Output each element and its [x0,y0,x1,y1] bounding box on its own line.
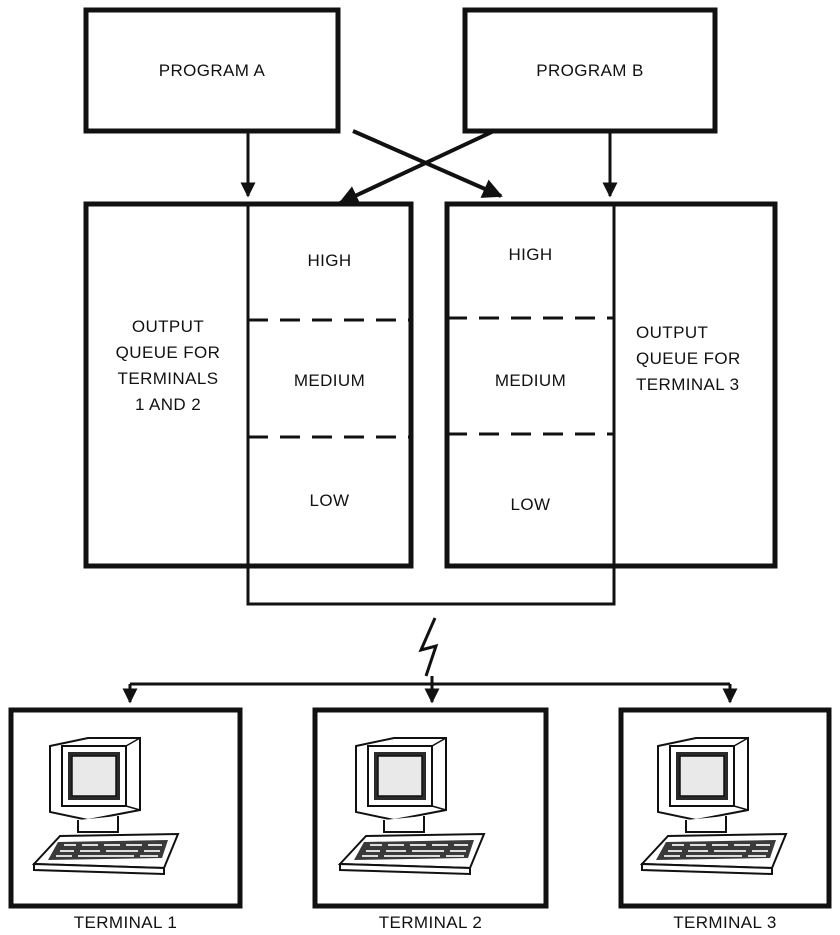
left-queue-title: OUTPUT QUEUE FOR TERMINALS 1 AND 2 [88,314,248,418]
program-b-label: PROGRAM B [536,61,644,80]
terminal-1-computer-icon [33,737,179,875]
left-queue-title-line: OUTPUT [131,317,205,336]
queue-bus-connector [246,566,616,606]
left-queue-priority-high: HIGH [307,251,352,270]
terminal-3-computer-icon [641,737,787,875]
terminal-1-label: TERMINAL 1 [73,913,178,932]
left-queue-title-line: TERMINALS [117,369,219,388]
right-queue-title-line: QUEUE FOR [636,349,741,368]
program-a-box [83,7,341,134]
program-a-label: PROGRAM A [158,61,266,80]
program-b-box [462,7,718,134]
right-queue-title-line: TERMINAL 3 [636,375,740,394]
arrow-b-to-left-queue [338,129,495,205]
right-queue-box [444,201,778,569]
right-queue-priority-high: HIGH [508,245,553,264]
terminal-3-label: TERMINAL 3 [673,913,777,932]
left-queue-priority-low: LOW [309,491,350,510]
right-queue-priority-medium: MEDIUM [494,371,567,390]
terminal-2-label: TERMINAL 2 [378,913,483,932]
right-queue-title: OUTPUT QUEUE FOR TERMINAL 3 [636,320,774,398]
terminal-1-box [8,707,243,909]
lightning-icon [418,617,439,677]
left-queue-title-line: 1 AND 2 [134,395,202,414]
left-queue-title-line: QUEUE FOR [115,343,221,362]
left-queue-priority-medium: MEDIUM [293,371,366,390]
right-queue-title-line: OUTPUT [636,323,709,342]
terminal-3-box [618,707,832,909]
right-queue-priority-low: LOW [510,495,551,514]
terminal-2-box [312,707,549,909]
terminal-2-computer-icon [339,737,485,875]
